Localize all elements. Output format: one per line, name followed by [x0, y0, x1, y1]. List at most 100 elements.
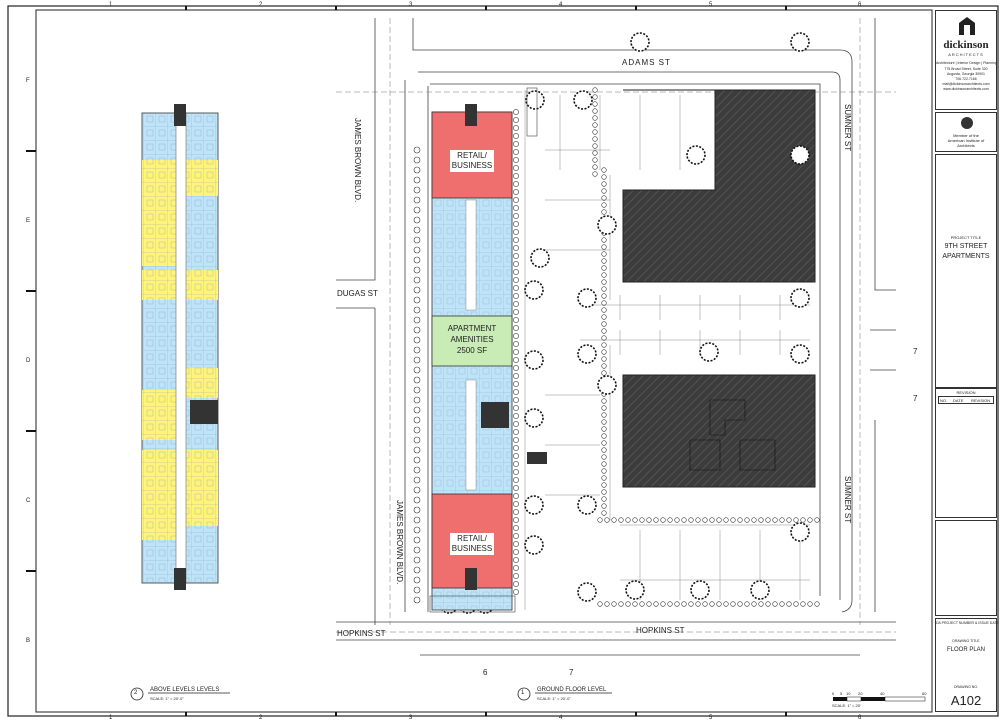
firm-address-5: www.dickinsonarchitects.com [943, 87, 989, 91]
scale-tick: 0 [832, 691, 835, 696]
hedge-shrub [758, 517, 764, 523]
hedge-shrub [413, 426, 421, 434]
view-title: ABOVE LEVELS LEVELS [150, 687, 220, 693]
hedge-shrub [625, 517, 631, 523]
view-title: GROUND FLOOR LEVEL [537, 687, 607, 693]
tree [597, 375, 617, 395]
hedge-shrub [513, 509, 519, 515]
hedge-shrub [513, 533, 519, 539]
grid-label-row: C [26, 498, 31, 504]
hedge-shrub [513, 213, 519, 219]
street-label-hopkins: HOPKINS ST [337, 629, 386, 638]
hedge-shrub [513, 165, 519, 171]
hedge-shrub [646, 601, 652, 607]
hedge-shrub [601, 258, 607, 264]
hedge-shrub [611, 601, 617, 607]
hedge-shrub [513, 253, 519, 259]
hedge-shrub [513, 109, 519, 115]
hedge-shrub [601, 209, 607, 215]
hedge-shrub [513, 325, 519, 331]
project-number-label: DA PROJECT NUMBER & ISSUE DATE [936, 621, 999, 625]
hedge-shrub [800, 517, 806, 523]
tree [790, 145, 810, 165]
aia-block: Member of the American Institute of Arch… [935, 112, 997, 152]
hedge-shrub [513, 389, 519, 395]
hedge-shrub [639, 517, 645, 523]
hedge-shrub [779, 517, 785, 523]
project-title-label: PROJECT TITLE [950, 235, 982, 240]
retail-label: RETAIL/ BUSINESS [449, 533, 495, 555]
hedge-shrub [597, 517, 603, 523]
tree [573, 90, 593, 110]
hedge-shrub [513, 469, 519, 475]
hedge-shrub [601, 328, 607, 334]
hedge-shrub [513, 477, 519, 483]
hedge-shrub [413, 486, 421, 494]
view-number: 2 [134, 690, 138, 696]
hedge-shrub [513, 549, 519, 555]
hedge-shrub [413, 456, 421, 464]
street-label-hopkins: HOPKINS ST [636, 626, 685, 635]
hedge-shrub [413, 506, 421, 514]
grid-label-row: E [26, 218, 31, 224]
hedge-shrub [723, 601, 729, 607]
firm-sub: ARCHITECTS [948, 52, 984, 57]
hedge-shrub [513, 341, 519, 347]
hedge-shrub [786, 601, 792, 607]
hedge-shrub [413, 546, 421, 554]
firm-address-0: Architecture | Interior Design | Plannin… [936, 61, 997, 65]
scale-tick: 10 [846, 691, 851, 696]
drawing-number: A102 [950, 693, 982, 708]
hedge-shrub [413, 556, 421, 564]
drawing-title-label: DRAWING TITLE [952, 639, 980, 643]
hedge-shrub [601, 496, 607, 502]
tree [525, 90, 545, 110]
revision-label: REVISION [956, 390, 976, 395]
hedge-shrub [413, 176, 421, 184]
firm-logo-icon [959, 17, 975, 35]
upper-level-plan [141, 104, 219, 590]
hedge-shrub [513, 149, 519, 155]
hedge-shrub [513, 525, 519, 531]
grid-label-col: 5 [709, 715, 713, 721]
hedge-shrub [601, 419, 607, 425]
rev-col: DATE [953, 398, 964, 403]
tree [524, 350, 544, 370]
hedge-shrub [601, 412, 607, 418]
hedge-shrub [513, 125, 519, 131]
hedge-shrub [681, 601, 687, 607]
retail-label: RETAIL/ BUSINESS [449, 150, 495, 172]
existing-building-south [622, 374, 816, 488]
hedge-shrub [513, 245, 519, 251]
hedge-shrub [413, 226, 421, 234]
hedge-shrub [513, 277, 519, 283]
hedge-shrub [674, 601, 680, 607]
site-plan [336, 16, 896, 662]
amenities-label-line1: APARTMENT [447, 324, 497, 333]
tree [524, 280, 544, 300]
hedge-shrub [601, 503, 607, 509]
hedge-shrub [592, 150, 598, 156]
hedges [413, 87, 820, 607]
hedge-shrub [413, 146, 421, 154]
hedge-shrub [674, 517, 680, 523]
street-label-sumner: SUMNER ST [843, 104, 852, 152]
hedge-shrub [413, 236, 421, 244]
hedge-shrub [709, 517, 715, 523]
hedge-shrub [513, 301, 519, 307]
hedge-shrub [513, 285, 519, 291]
hedge-shrub [413, 396, 421, 404]
firm-logo-block: dickinson ARCHITECTS Architecture | Inte… [935, 10, 997, 110]
hedge-shrub [513, 141, 519, 147]
hedge-shrub [618, 517, 624, 523]
hedge-shrub [413, 536, 421, 544]
hedge-shrub [513, 573, 519, 579]
hedge-shrub [513, 221, 519, 227]
hedge-shrub [413, 186, 421, 194]
hedge-shrub [513, 293, 519, 299]
street-label-dugas: DUGAS ST [337, 289, 378, 298]
view-scale: SCALE: 1" = 20'-0" [537, 696, 571, 701]
hedge-shrub [513, 173, 519, 179]
hedge-shrub [592, 94, 598, 100]
hedge-shrub [765, 601, 771, 607]
